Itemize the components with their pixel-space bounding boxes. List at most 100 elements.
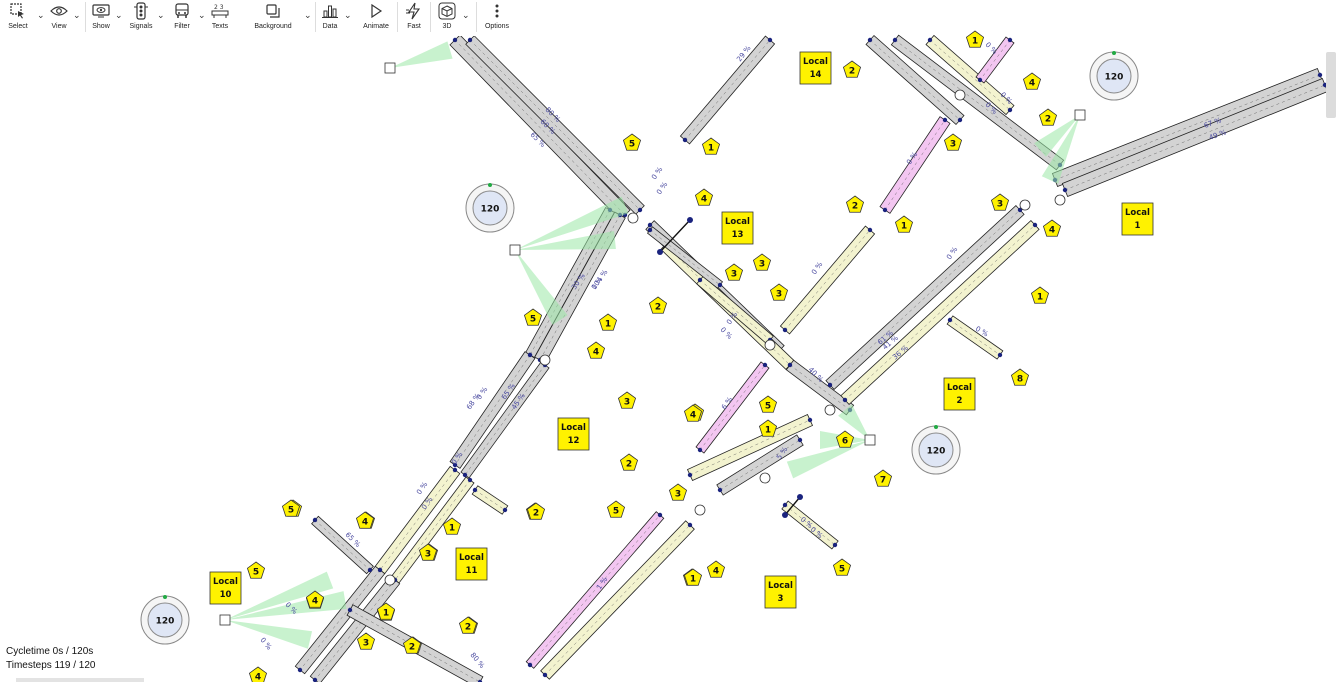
signal-group-number: 2 <box>655 303 661 313</box>
chevron-down-icon[interactable]: ⌄ <box>198 10 206 20</box>
signal-group-pentagon <box>606 500 626 518</box>
lane-line <box>544 524 691 676</box>
background-button[interactable]: Background <box>250 0 296 36</box>
signal-group-number: 2 <box>465 623 471 633</box>
cube-icon <box>436 0 458 22</box>
links-layer <box>294 34 1329 682</box>
link-load-percent: 80 % <box>468 651 486 670</box>
toolbar-divider <box>430 2 431 32</box>
view-button[interactable]: View <box>46 0 72 36</box>
signal-group-number: 4 <box>701 195 707 205</box>
link-endpoint <box>787 362 793 368</box>
horizontal-scrollbar[interactable] <box>16 678 144 682</box>
link-endpoint <box>1032 222 1038 228</box>
lane-line <box>454 39 626 216</box>
link-endpoint <box>797 437 803 443</box>
animate-button[interactable]: Animate <box>360 0 392 36</box>
link-endpoint <box>717 282 723 288</box>
signal-group-pentagon <box>845 195 865 213</box>
signal-group-pentagon <box>683 404 703 422</box>
link-endpoint <box>687 522 693 528</box>
lane-line <box>1064 84 1326 191</box>
chevron-down-icon[interactable]: ⌄ <box>115 10 123 20</box>
chevron-down-icon[interactable]: ⌄ <box>462 10 470 20</box>
local-number: 2 <box>957 396 963 406</box>
toolbar-divider <box>85 2 86 32</box>
signal-group-number: 1 <box>901 222 907 232</box>
lane-line <box>784 504 836 546</box>
link-endpoint <box>647 227 653 233</box>
node-circle <box>694 504 706 516</box>
link-endpoint <box>767 37 773 43</box>
detector-box-icon <box>509 244 521 256</box>
link-endpoint <box>462 472 468 478</box>
link-endpoint <box>1017 207 1023 213</box>
link-endpoint <box>347 607 353 613</box>
detector-glow <box>390 41 453 68</box>
signal-group-pentagon <box>724 263 744 281</box>
fast-button[interactable]: Fast <box>402 0 426 36</box>
detector-glow <box>225 571 334 620</box>
signal-group-pentagon <box>668 483 688 501</box>
signal-group-pentagon <box>842 60 862 78</box>
nodes-layer <box>384 89 1066 586</box>
link-endpoint <box>782 327 788 333</box>
link-endpoint <box>452 462 458 468</box>
link-endpoint <box>842 397 848 403</box>
signal-group-pentagon <box>248 666 268 682</box>
chevron-down-icon[interactable]: ⌄ <box>304 10 312 20</box>
node-circle <box>824 404 836 416</box>
signal-group-number: 4 <box>713 567 719 577</box>
link-endpoint <box>687 472 693 478</box>
local-label: Local <box>213 577 238 587</box>
local-number: 10 <box>220 590 232 600</box>
local-label: Local <box>947 383 972 393</box>
signal-group-number: 5 <box>629 140 635 150</box>
signal-group-pentagon <box>648 296 668 314</box>
local-controller-box <box>1121 202 1154 236</box>
select-button[interactable]: Select <box>4 0 32 36</box>
link-endpoint <box>377 567 383 573</box>
link-endpoint <box>892 37 898 43</box>
node-circle <box>759 472 771 484</box>
connector-end <box>687 217 693 223</box>
signal-group-pentagon <box>683 568 703 586</box>
chevron-down-icon[interactable]: ⌄ <box>73 10 81 20</box>
show-button[interactable]: Show <box>88 0 114 36</box>
vertical-scrollbar[interactable] <box>1326 52 1336 118</box>
more-vertical-icon <box>486 0 508 22</box>
lane-line <box>464 364 546 476</box>
3d-button[interactable]: 3D <box>434 0 460 36</box>
signal-group-number: 3 <box>950 140 956 150</box>
controller-phase-dot <box>488 183 492 187</box>
signal-group-number: 1 <box>449 524 455 534</box>
lane-line <box>884 119 946 211</box>
signal-group-number: 1 <box>383 609 389 619</box>
pentagon-layer: 2145142233142333154314678542514342512123… <box>246 30 1062 682</box>
lane-line <box>684 39 771 141</box>
signal-group-pentagon <box>832 558 852 576</box>
filter-button[interactable]: Filter <box>168 0 196 36</box>
signal-group-number: 3 <box>997 200 1003 210</box>
controller-phase-dot <box>1112 51 1116 55</box>
chevron-down-icon[interactable]: ⌄ <box>157 10 165 20</box>
signal-group-number: 5 <box>288 506 294 516</box>
link-endpoint <box>367 567 373 573</box>
texts-button[interactable]: 2 3 Texts <box>206 0 234 36</box>
chevron-down-icon[interactable]: ⌄ <box>37 10 45 20</box>
local-controller-box <box>209 571 242 605</box>
lane-line <box>689 419 811 476</box>
signals-button[interactable]: Signals <box>127 0 155 36</box>
options-button[interactable]: Options <box>482 0 512 36</box>
signal-group-pentagon <box>758 395 778 413</box>
signal-group-pentagon <box>1042 219 1062 237</box>
data-button[interactable]: Data <box>318 0 342 36</box>
signal-group-number: 4 <box>255 673 261 682</box>
detector-box-icon <box>219 614 231 626</box>
signals-label: Signals <box>129 23 153 30</box>
cursor-select-icon <box>7 0 29 22</box>
lane-line <box>469 39 641 211</box>
texts-label: Texts <box>211 23 229 30</box>
chevron-down-icon[interactable]: ⌄ <box>344 10 352 20</box>
